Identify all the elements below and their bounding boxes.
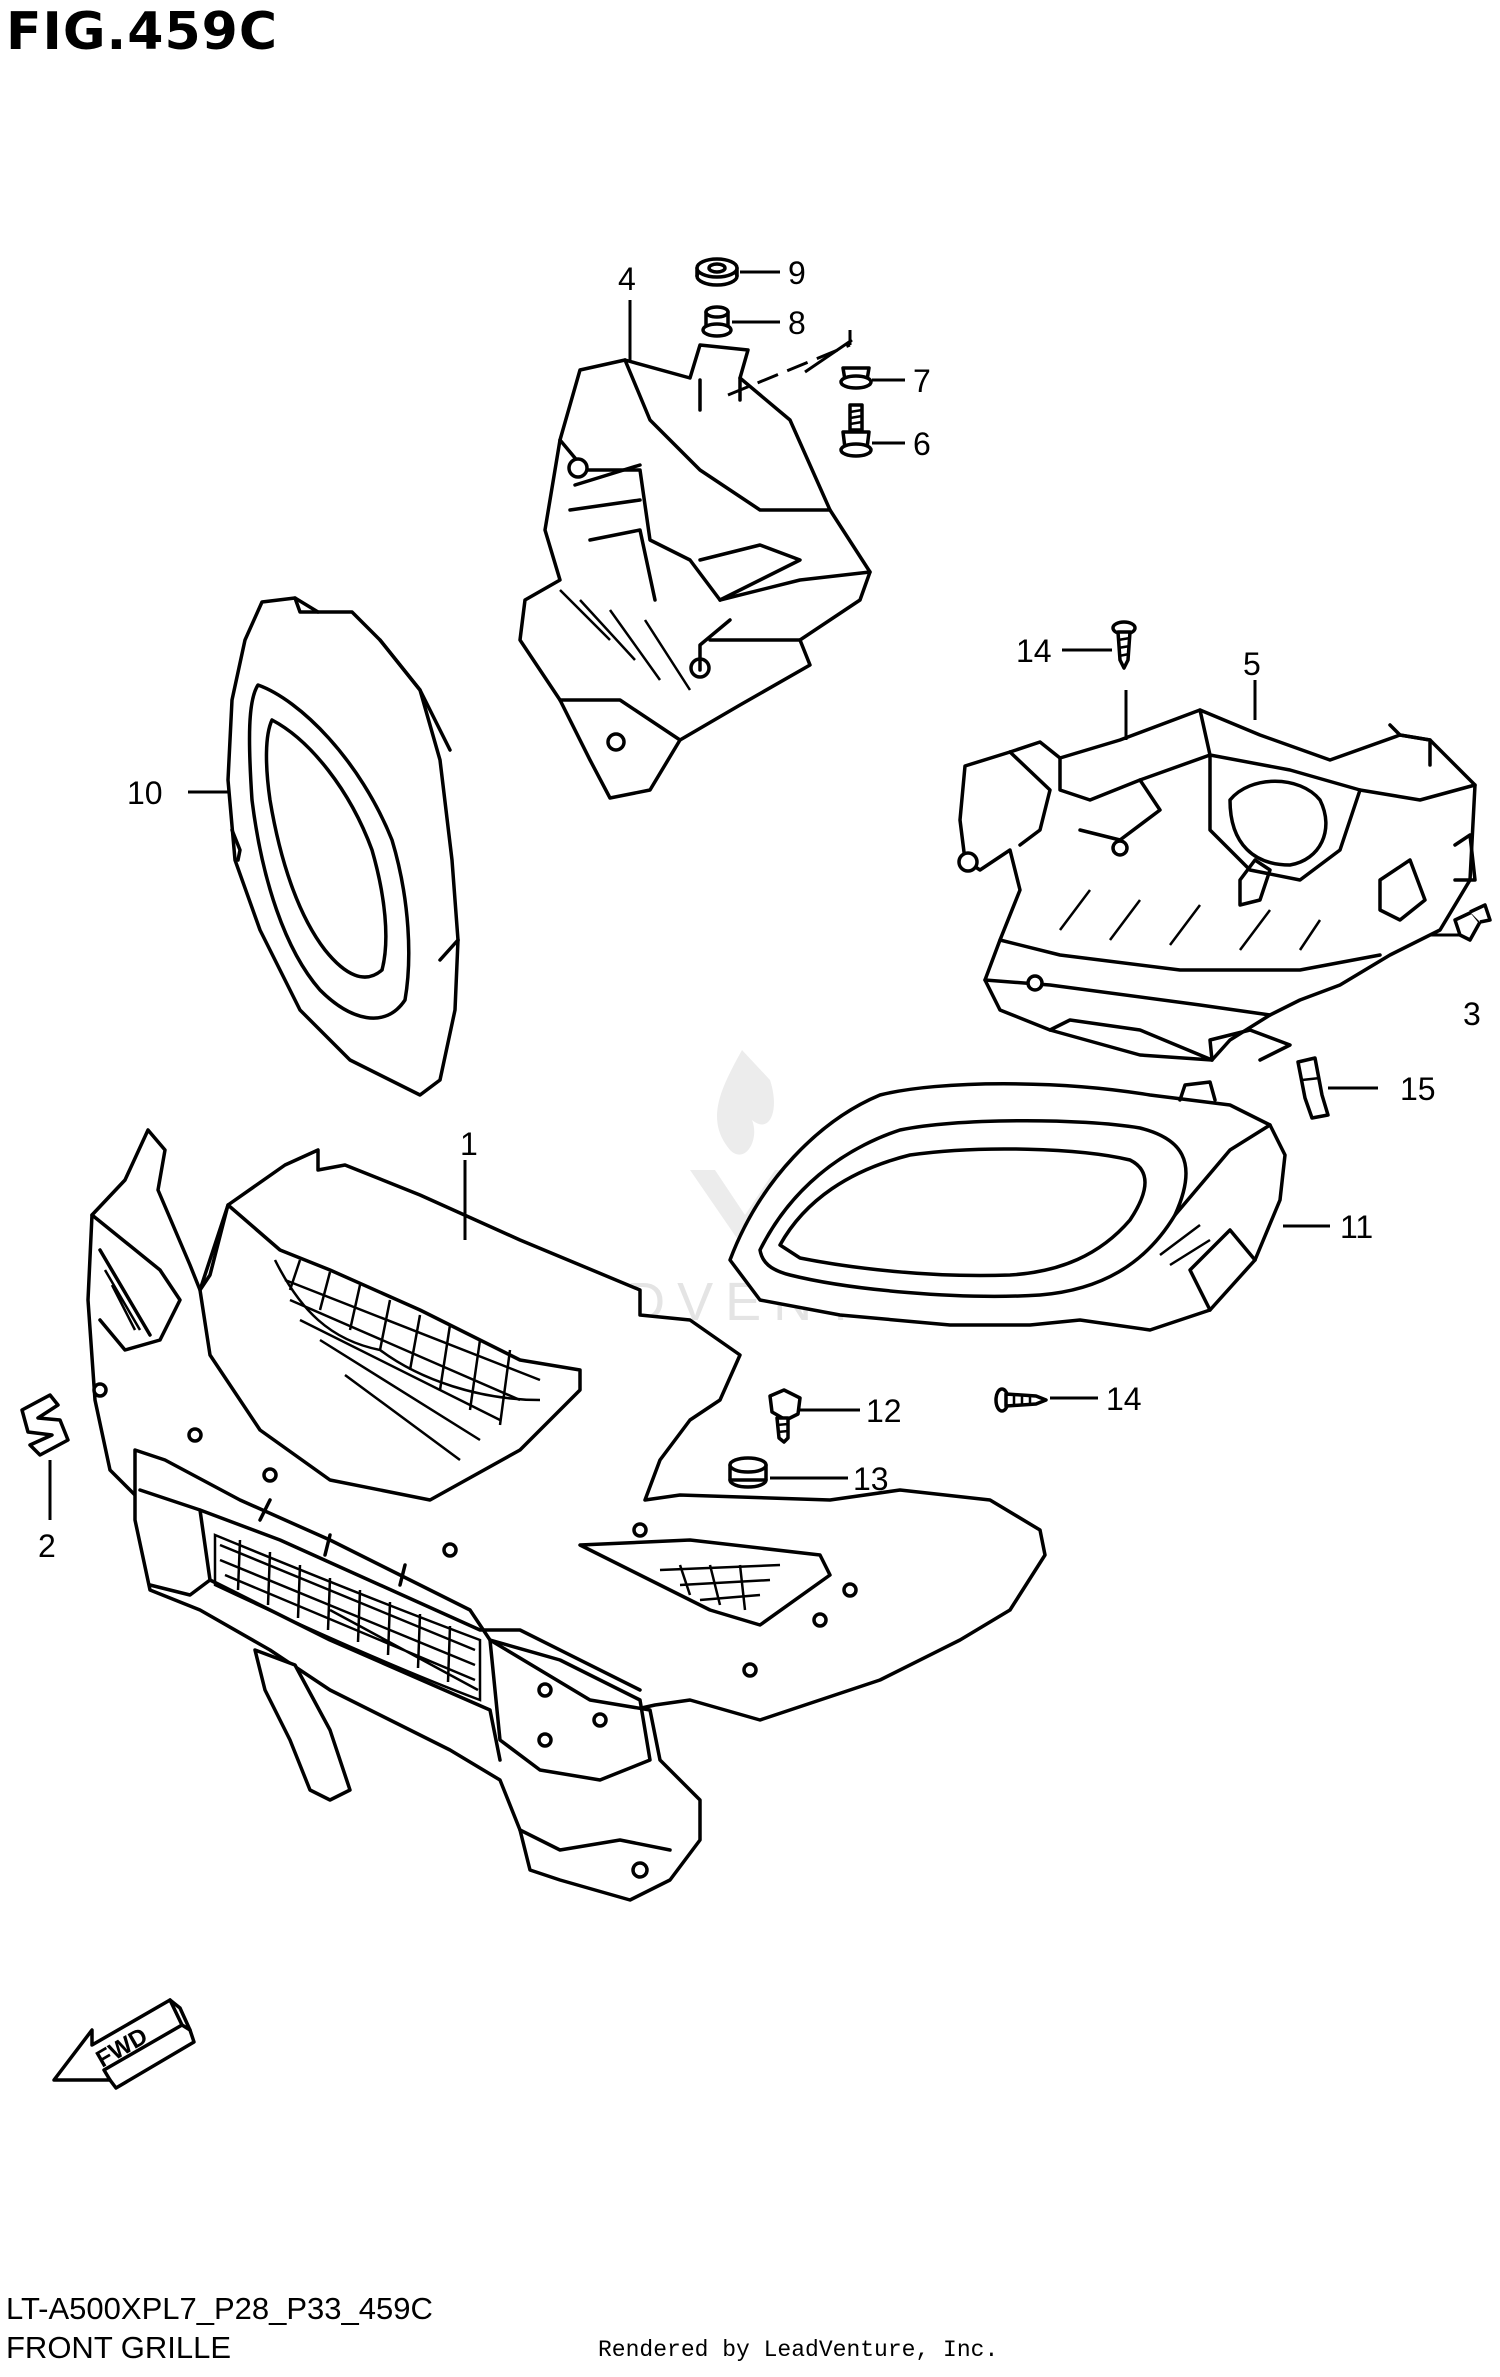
part-8-collar (701, 305, 780, 338)
callout-6: 6 (913, 426, 931, 462)
callout-14-lower: 14 (1106, 1381, 1142, 1417)
callout-13: 13 (853, 1461, 889, 1497)
figure-subtitle: FRONT GRILLE (6, 2330, 232, 2365)
part-7-nut (839, 366, 905, 390)
part-4-bracket (518, 300, 872, 800)
part-5-bracket (957, 680, 1477, 1062)
part-15-nut-clip (1296, 1056, 1378, 1120)
part-6-bolt (839, 403, 905, 458)
callout-4: 4 (618, 261, 636, 297)
model-code: LT-A500XPL7_P28_P33_459C (6, 2291, 433, 2326)
callout-1: 1 (460, 1126, 478, 1162)
part-11-bezel (728, 1080, 1330, 1332)
part-10-bezel (188, 596, 460, 1097)
callout-9: 9 (788, 255, 806, 291)
callout-5: 5 (1243, 646, 1261, 682)
figure-title: FIG.459C (6, 2, 279, 62)
callout-labels: 1 2 3 4 5 6 7 8 9 10 11 12 13 14 14 15 (38, 255, 1481, 1564)
part-12-screw (768, 1388, 860, 1444)
rendered-by-credit: Rendered by LeadVenture, Inc. (598, 2337, 999, 2363)
callout-2: 2 (38, 1528, 56, 1564)
fwd-arrow: FWD (52, 1998, 196, 2090)
part-13-grommet (728, 1456, 848, 1489)
part-14-screw-upper (1062, 620, 1137, 670)
callout-12: 12 (866, 1393, 902, 1429)
callout-15: 15 (1400, 1071, 1436, 1107)
part-14-screw-lower (994, 1387, 1098, 1413)
callout-7: 7 (913, 363, 931, 399)
part-2-emblem (20, 1393, 70, 1520)
part-1-grille (86, 1128, 1047, 1902)
callout-3: 3 (1463, 996, 1481, 1032)
callout-14-upper: 14 (1016, 633, 1052, 669)
callout-8: 8 (788, 305, 806, 341)
part-3-clip (1453, 903, 1492, 942)
part-9-grommet (695, 257, 780, 287)
callout-10: 10 (127, 775, 163, 811)
callout-11: 11 (1340, 1209, 1373, 1245)
